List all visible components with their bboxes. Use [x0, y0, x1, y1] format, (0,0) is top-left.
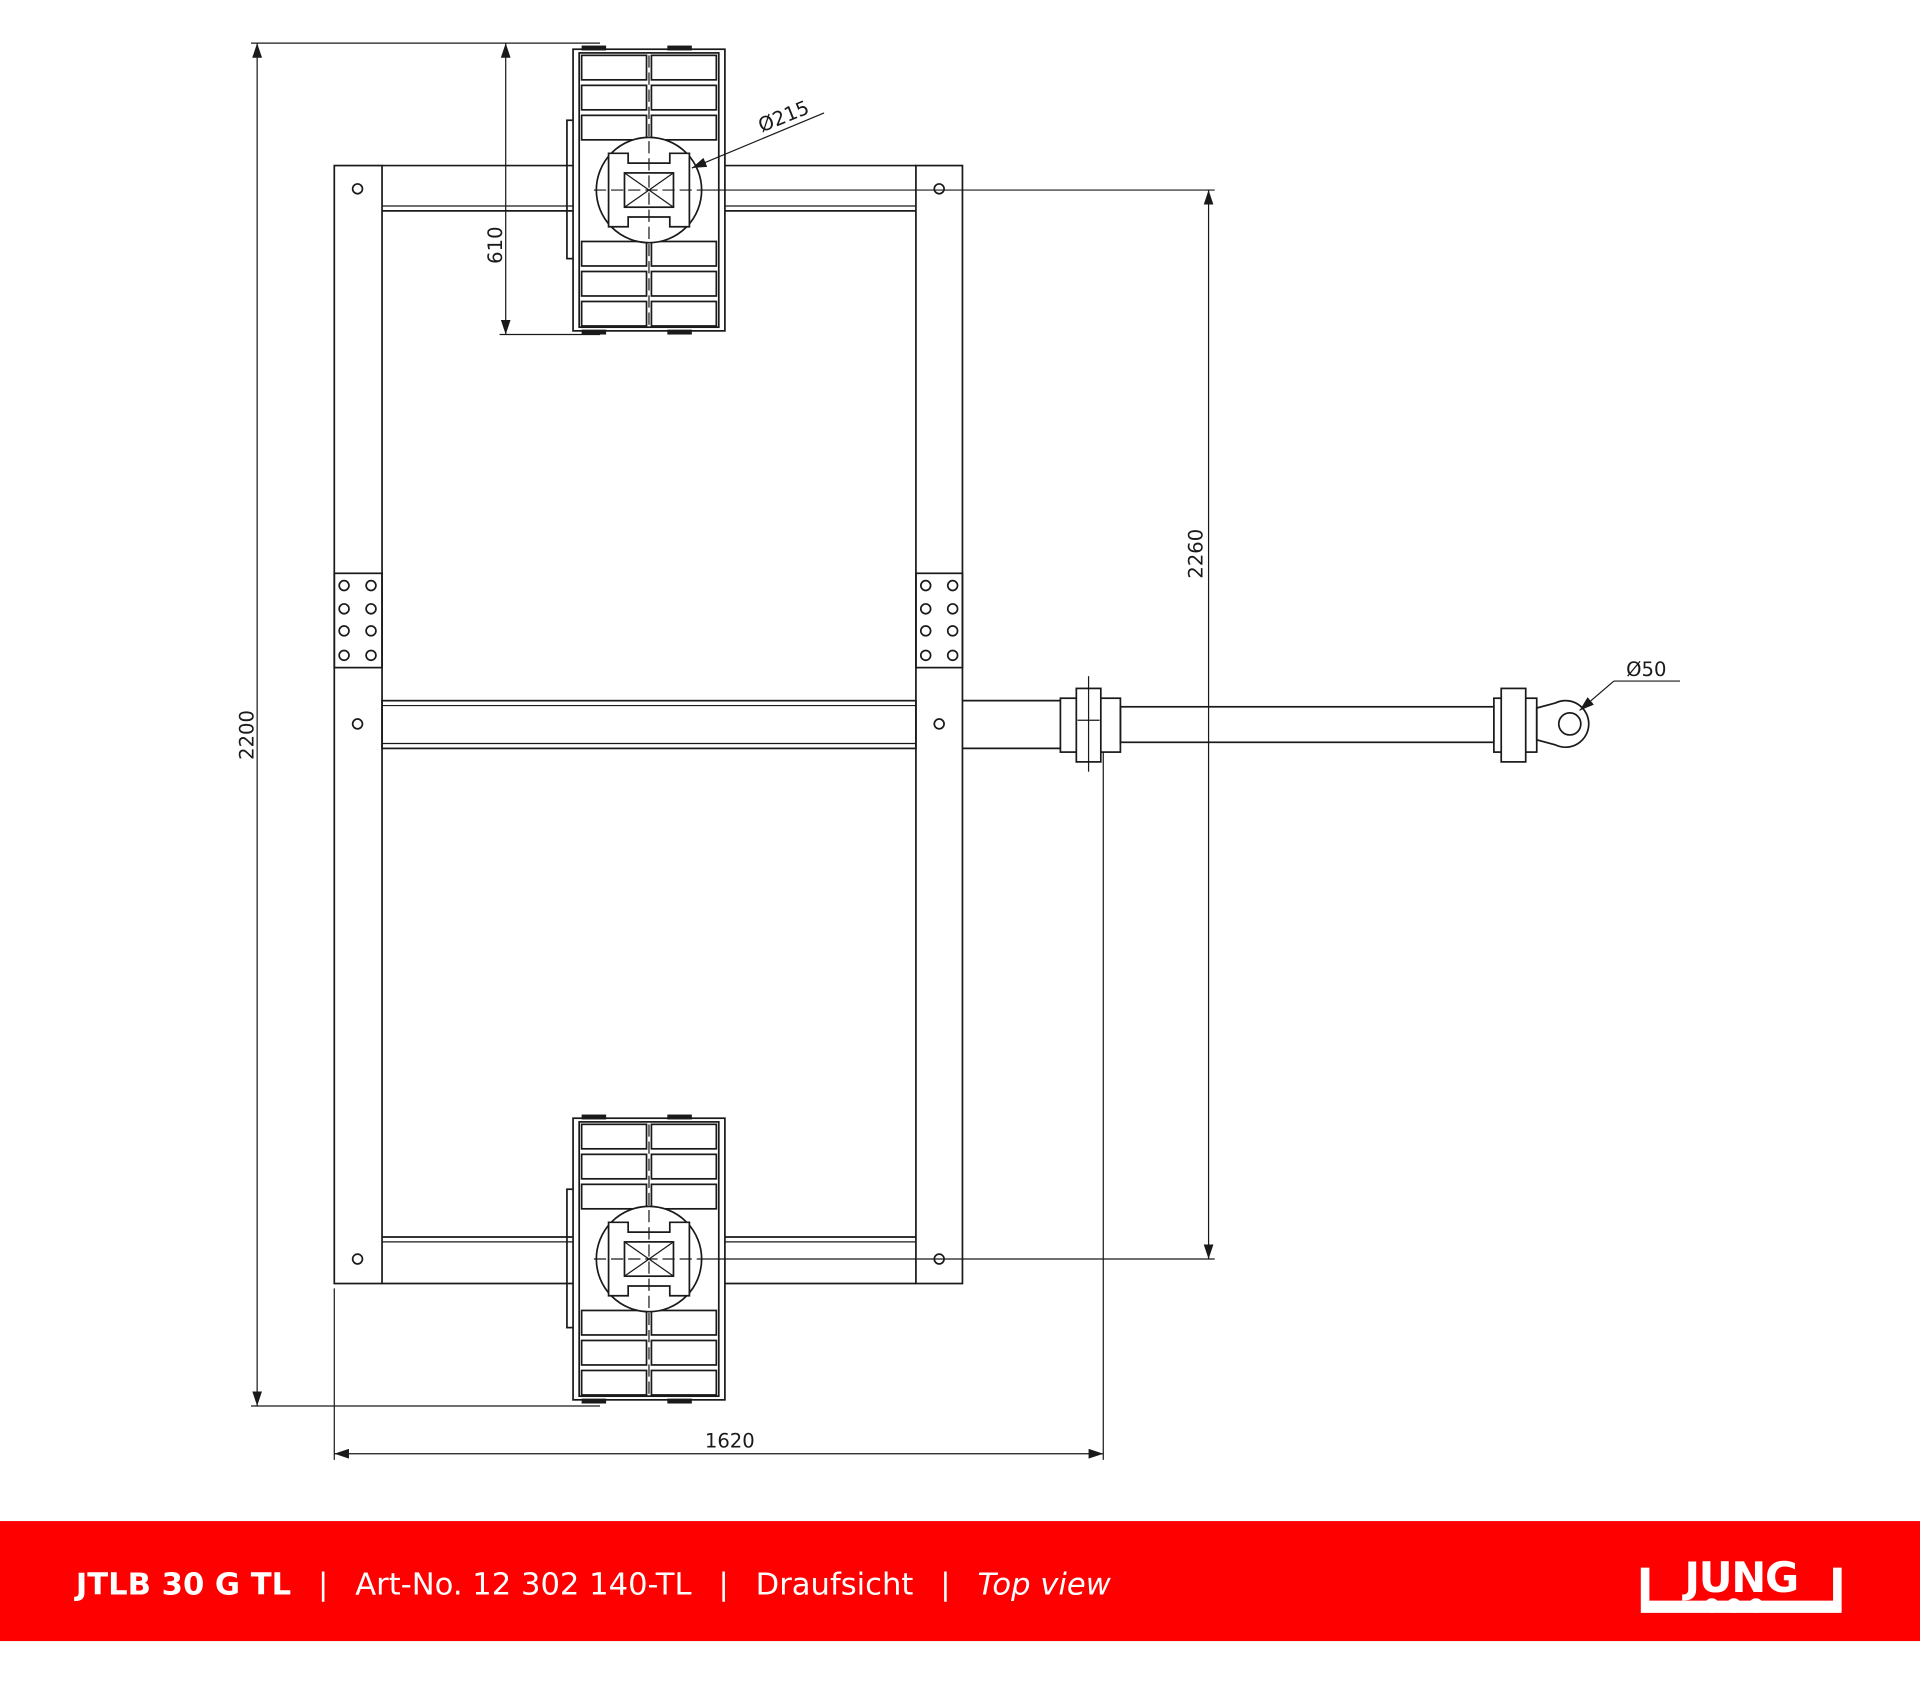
bolt [351, 718, 364, 730]
dim-2260: 2260 [1184, 529, 1207, 579]
plate-hole [946, 649, 959, 662]
left-rail [333, 164, 383, 1285]
plate-hole [919, 579, 932, 592]
plate-hole [338, 579, 350, 592]
plate-hole [338, 603, 350, 615]
right-plate [915, 572, 964, 669]
left-plate [333, 572, 383, 669]
footer-title: JTLB 30 G TL | Art-No. 12 302 140-TL | D… [74, 1568, 1112, 1603]
plate-hole [365, 579, 377, 592]
right-rail [915, 164, 964, 1285]
article-number: Art-No. 12 302 140-TL [355, 1568, 691, 1603]
bolt [351, 1253, 364, 1265]
drawbar [962, 676, 1590, 772]
svg-text:JUNG: JUNG [1682, 1553, 1798, 1602]
bolt [933, 718, 945, 730]
plate-hole [919, 603, 932, 615]
wheel-assembly [566, 1114, 726, 1404]
dim-610: 610 [484, 226, 507, 263]
dim-diameter-215: Ø215 [755, 96, 813, 137]
dim-2200: 2200 [235, 710, 258, 760]
middle-beam [381, 699, 917, 750]
plate-hole [919, 625, 932, 637]
plate-hole [365, 649, 377, 662]
plate-hole [365, 603, 377, 615]
wheel-assembly [566, 45, 726, 335]
plate-hole [338, 625, 350, 637]
dimension-lines [251, 42, 1680, 1460]
plate-hole [919, 649, 932, 662]
view-en: Top view [978, 1568, 1112, 1603]
footer-band [0, 1521, 1920, 1642]
dim-1620: 1620 [705, 1430, 755, 1453]
jung-logo: JUNG [1640, 1553, 1842, 1613]
bolt [933, 183, 945, 195]
view-de: Draufsicht [756, 1568, 914, 1603]
bolt [351, 183, 364, 195]
plate-hole [338, 649, 350, 662]
plate-hole [365, 625, 377, 637]
frame [333, 164, 964, 1285]
model-name: JTLB 30 G TL [74, 1568, 291, 1603]
dim-diameter-50: Ø50 [1626, 658, 1666, 681]
towing-eye [1557, 712, 1582, 736]
plate-hole [946, 603, 959, 615]
plate-hole [946, 625, 959, 637]
plate-hole [946, 579, 959, 592]
